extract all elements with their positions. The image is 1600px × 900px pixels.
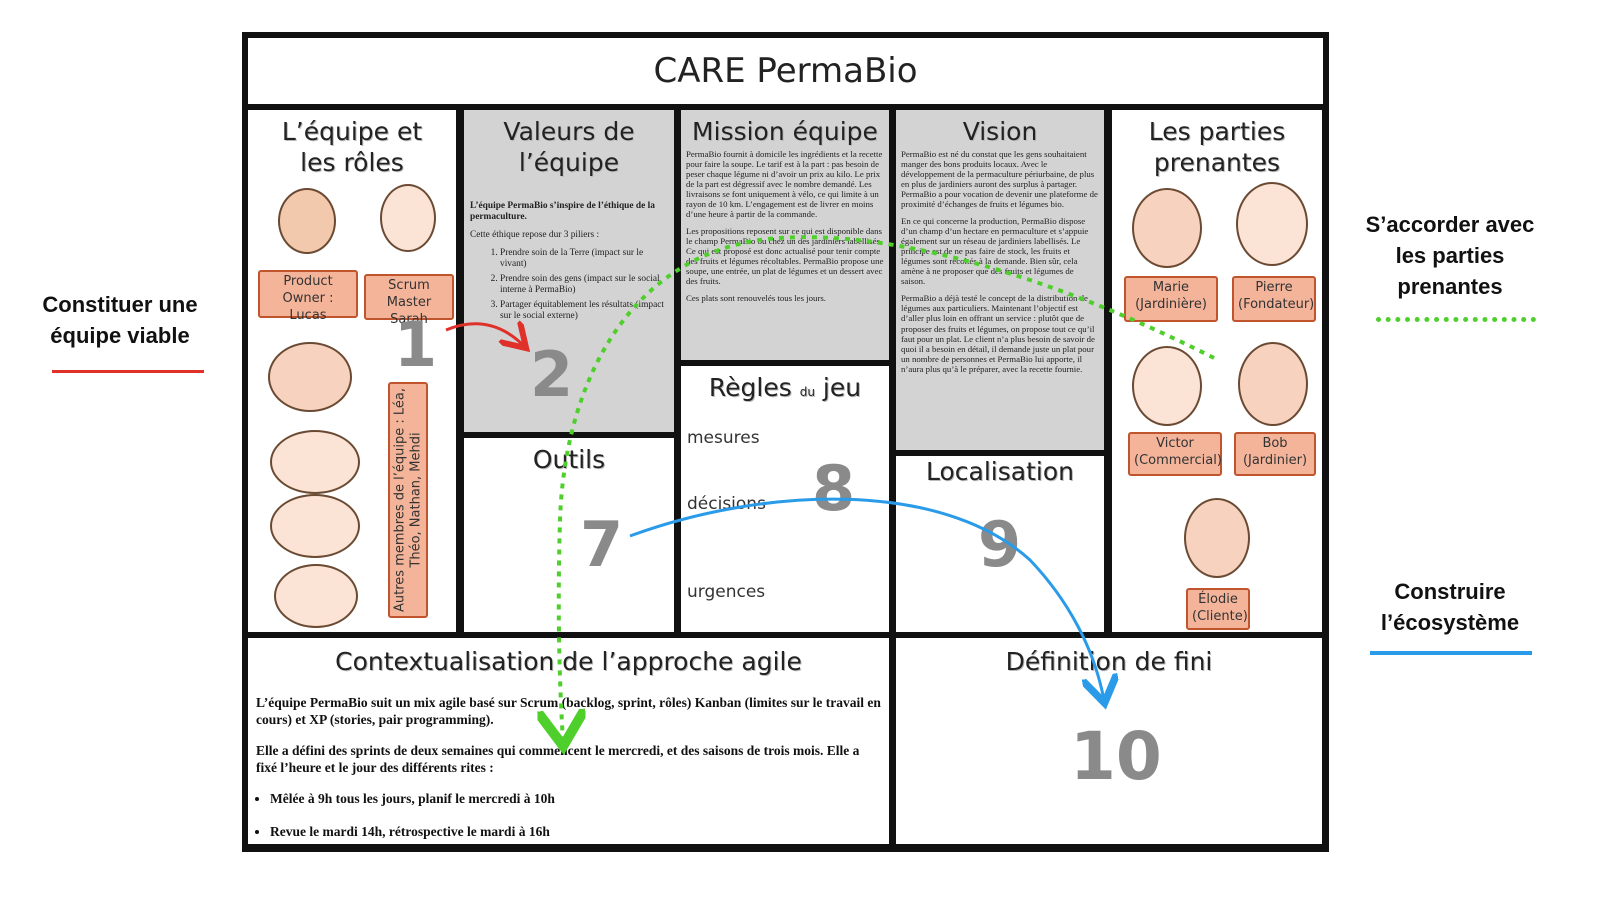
values-pillars: Prendre soin de la Terre (impact sur le … bbox=[470, 248, 668, 322]
green-legend-line bbox=[1376, 317, 1536, 322]
stakeholders-section: Les parties prenantes Marie (Jardinière)… bbox=[1112, 110, 1322, 632]
step-number-9: 9 bbox=[978, 508, 1022, 581]
bob-avatar bbox=[1238, 342, 1308, 426]
values-text: L’équipe PermaBio s’inspire de l’éthique… bbox=[464, 179, 674, 322]
context-section: Contextualisation de l’approche agile L’… bbox=[248, 638, 889, 844]
tools-section: Outils bbox=[464, 438, 674, 632]
mission-p2: Les propositions reposent sur ce qui est… bbox=[686, 226, 884, 287]
rule-urgences: urgences bbox=[687, 582, 766, 602]
step-number-2: 2 bbox=[530, 338, 574, 411]
victor-avatar bbox=[1132, 346, 1202, 426]
context-bullet: Mêlée à 9h tous les jours, planif le mer… bbox=[270, 791, 881, 808]
rules-heading-small: du bbox=[799, 385, 815, 399]
location-section: Localisation bbox=[896, 456, 1104, 632]
mission-p3: Ces plats sont renouvelés tous les jours… bbox=[686, 293, 827, 304]
pillar-item: Prendre soin des gens (impact sur le soc… bbox=[500, 274, 668, 296]
member-avatar-1 bbox=[268, 342, 352, 412]
pierre-avatar bbox=[1236, 182, 1308, 266]
vision-p2: En ce qui concerne la production, PermaB… bbox=[901, 216, 1089, 287]
team-heading: L’équipe et les rôles bbox=[281, 117, 423, 178]
location-heading: Localisation bbox=[926, 457, 1074, 486]
blue-arrow bbox=[629, 497, 1104, 700]
stakeholder-pierre: Pierre (Fondateur) bbox=[1232, 276, 1316, 322]
rule-decisions: décisions bbox=[687, 494, 766, 514]
label-accorder-parties: S’accorder avec les parties prenantes bbox=[1365, 212, 1535, 299]
board-title: CARE PermaBio bbox=[248, 38, 1323, 104]
vision-p3: PermaBio a déjà testé le concept de la d… bbox=[901, 293, 1095, 374]
context-bullet: Revue le mardi 14h, rétrospective le mar… bbox=[270, 824, 881, 841]
rules-heading-main: Règles bbox=[708, 373, 792, 402]
context-bullets: Mêlée à 9h tous les jours, planif le mer… bbox=[256, 791, 881, 841]
product-owner-avatar bbox=[278, 188, 336, 254]
values-heading: Valeurs de l’équipe bbox=[503, 117, 635, 178]
blue-legend-line bbox=[1370, 651, 1532, 655]
pillar-item: Prendre soin de la Terre (impact sur le … bbox=[500, 248, 668, 270]
step-number-10: 10 bbox=[1070, 718, 1162, 795]
red-arrow bbox=[445, 324, 524, 346]
vision-heading: Vision bbox=[962, 117, 1038, 146]
label-constituer-equipe: Constituer une équipe viable bbox=[42, 292, 198, 348]
context-p1: L’équipe PermaBio suit un mix agile basé… bbox=[256, 695, 881, 728]
stakeholders-heading: Les parties prenantes bbox=[1148, 117, 1286, 178]
marie-avatar bbox=[1132, 188, 1202, 268]
member-avatar-4 bbox=[274, 564, 358, 628]
step-number-8: 8 bbox=[812, 452, 856, 525]
member-avatar-3 bbox=[270, 494, 360, 558]
label-construire-ecosysteme: Construire l’écosystème bbox=[1380, 579, 1520, 635]
mission-section: Mission équipe PermaBio fournit à domici… bbox=[681, 110, 889, 360]
rule-mesures: mesures bbox=[687, 428, 760, 448]
values-intro: L’équipe PermaBio s’inspire de l’éthique… bbox=[470, 200, 655, 222]
stakeholder-bob: Bob (Jardinier) bbox=[1234, 432, 1316, 476]
context-heading: Contextualisation de l’approche agile bbox=[335, 647, 802, 676]
elodie-avatar bbox=[1184, 498, 1250, 578]
role-scrum-master: Scrum Master Sarah bbox=[364, 274, 454, 327]
rules-heading-end: jeu bbox=[822, 373, 862, 402]
red-legend-line bbox=[52, 370, 204, 373]
values-section: Valeurs de l’équipe L’équipe PermaBio s’… bbox=[464, 110, 674, 432]
vision-section: Vision PermaBio est né du constat que le… bbox=[896, 110, 1104, 450]
pillar-item: Partager équitablement les résultats (im… bbox=[500, 300, 668, 322]
step-number-1: 1 bbox=[394, 308, 438, 381]
mission-text: PermaBio fournit à domicile les ingrédie… bbox=[681, 147, 889, 303]
rules-heading: Règles du jeu bbox=[681, 366, 889, 403]
tools-heading: Outils bbox=[532, 445, 606, 474]
stakeholder-victor: Victor (Commercial) bbox=[1128, 432, 1222, 476]
values-lead: Cette éthique repose dur 3 piliers : bbox=[470, 229, 600, 240]
member-avatar-2 bbox=[270, 430, 360, 494]
scrum-master-avatar bbox=[380, 184, 436, 252]
other-members-scroll: Autres membres de l’équipe : Léa, Théo, … bbox=[388, 382, 428, 618]
stakeholder-elodie: Élodie (Cliente) bbox=[1186, 588, 1250, 630]
green-arrow bbox=[559, 235, 1215, 742]
done-section: Définition de fini bbox=[896, 638, 1322, 844]
mission-heading: Mission équipe bbox=[692, 117, 878, 146]
team-section: L’équipe et les rôles Product Owner : Lu… bbox=[248, 110, 456, 632]
role-product-owner: Product Owner : Lucas bbox=[258, 270, 358, 323]
mission-p1: PermaBio fournit à domicile les ingrédie… bbox=[686, 149, 883, 220]
vision-text: PermaBio est né du constat que les gens … bbox=[896, 147, 1104, 373]
done-heading: Définition de fini bbox=[1005, 647, 1213, 676]
step-number-7: 7 bbox=[580, 508, 624, 581]
context-text: L’équipe PermaBio suit un mix agile basé… bbox=[248, 677, 889, 840]
vision-p1: PermaBio est né du constat que les gens … bbox=[901, 149, 1098, 210]
stakeholder-marie: Marie (Jardinière) bbox=[1124, 276, 1218, 322]
